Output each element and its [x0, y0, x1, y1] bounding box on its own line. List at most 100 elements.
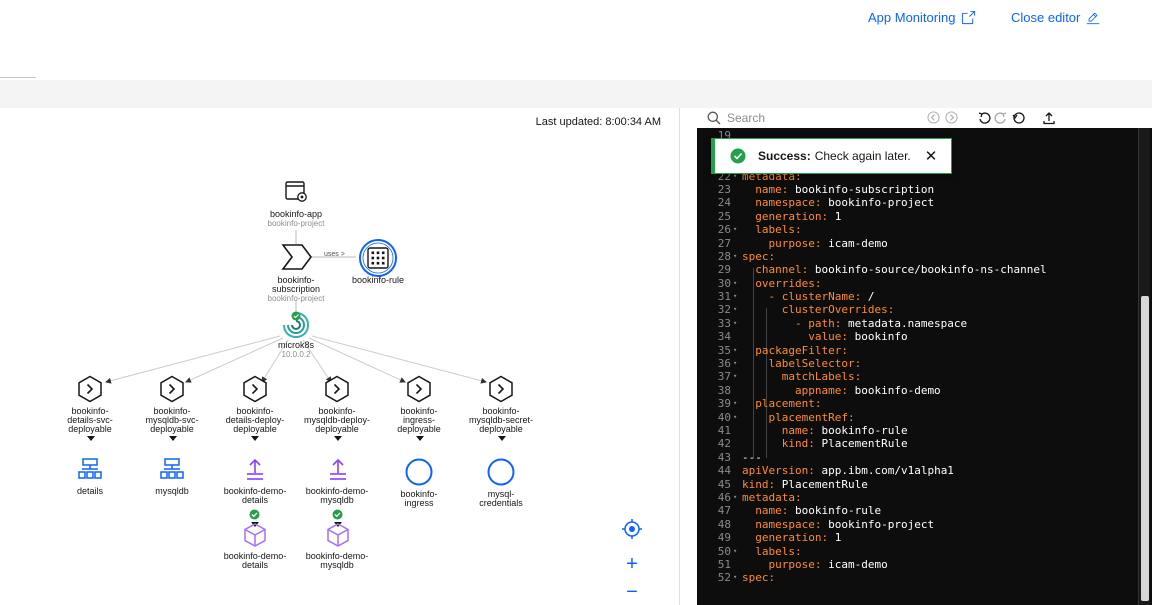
deployment-icon[interactable]	[327, 457, 349, 481]
fold-toggle-icon[interactable]	[733, 437, 742, 450]
zoom-out-button[interactable]: −	[619, 579, 645, 605]
fold-toggle-icon[interactable]: ▾	[733, 546, 738, 555]
code-line[interactable]: 49 generation: 1	[697, 531, 1138, 544]
next-match-icon[interactable]	[945, 111, 958, 124]
fold-toggle-icon[interactable]	[733, 451, 742, 464]
code-line[interactable]: 37▾ matchLabels:	[697, 370, 1138, 383]
fold-toggle-icon[interactable]	[733, 384, 742, 397]
fold-toggle-icon[interactable]: ▾	[733, 305, 738, 314]
upload-icon[interactable]	[1042, 111, 1056, 125]
app-monitoring-link[interactable]: App Monitoring	[868, 10, 976, 25]
fold-toggle-icon[interactable]: ▾	[733, 318, 738, 327]
fold-toggle-icon[interactable]: ▾	[733, 345, 738, 354]
pod-icon[interactable]	[242, 522, 268, 548]
deployable-icon[interactable]	[241, 375, 269, 403]
fold-toggle-icon[interactable]	[733, 183, 742, 196]
close-icon[interactable]: ✕	[924, 147, 938, 165]
code-line[interactable]: 42 kind: PlacementRule	[697, 437, 1138, 450]
recenter-button[interactable]	[619, 516, 645, 542]
deployable-label-3: deployable	[68, 424, 112, 434]
code-line[interactable]: 43---	[697, 451, 1138, 464]
code-line[interactable]: 36▾ labelSelector:	[697, 357, 1138, 370]
fold-toggle-icon[interactable]	[733, 531, 742, 544]
fold-toggle-icon[interactable]	[733, 424, 742, 437]
code-line[interactable]: 47 name: bookinfo-rule	[697, 504, 1138, 517]
deployable-icon[interactable]	[487, 375, 515, 403]
fold-toggle-icon[interactable]	[733, 330, 742, 343]
fold-toggle-icon[interactable]	[733, 196, 742, 209]
code-line[interactable]: 41 name: bookinfo-rule	[697, 424, 1138, 437]
fold-toggle-icon[interactable]: ▾	[733, 225, 738, 234]
code-line[interactable]: 32▾ clusterOverrides:	[697, 303, 1138, 316]
code-line[interactable]: 29 channel: bookinfo-source/bookinfo-ns-…	[697, 263, 1138, 276]
fold-toggle-icon[interactable]	[733, 263, 742, 276]
fold-toggle-icon[interactable]: ▾	[733, 399, 738, 408]
placement-rule-icon[interactable]	[358, 238, 398, 278]
cluster-icon[interactable]	[280, 309, 312, 341]
code-line[interactable]: 33▾ - path: metadata.namespace	[697, 317, 1138, 330]
fold-toggle-icon[interactable]: ▾	[733, 372, 738, 381]
service-icon[interactable]	[160, 457, 184, 481]
secret-icon[interactable]	[487, 458, 515, 486]
undo-icon[interactable]	[977, 111, 991, 125]
application-icon[interactable]	[284, 180, 310, 204]
code-line[interactable]: 38 appname: bookinfo-demo	[697, 384, 1138, 397]
code-line[interactable]: 24 namespace: bookinfo-project	[697, 196, 1138, 209]
code-line[interactable]: 30▾ overrides:	[697, 277, 1138, 290]
close-editor-link[interactable]: Close editor	[1011, 10, 1100, 25]
code-line[interactable]: 27 purpose: icam-demo	[697, 237, 1138, 250]
code-line[interactable]: 34 value: bookinfo	[697, 330, 1138, 343]
code-line[interactable]: 50▾ labels:	[697, 545, 1138, 558]
fold-toggle-icon[interactable]: ▾	[733, 171, 738, 180]
code-line[interactable]: 51 purpose: icam-demo	[697, 558, 1138, 571]
code-line[interactable]: 25 generation: 1	[697, 210, 1138, 223]
ingress-icon[interactable]	[405, 458, 433, 486]
code-line[interactable]: 35▾ packageFilter:	[697, 344, 1138, 357]
reset-icon[interactable]	[1012, 111, 1026, 125]
subscription-icon[interactable]	[281, 243, 313, 271]
code-line[interactable]: 23 name: bookinfo-subscription	[697, 183, 1138, 196]
fold-toggle-icon[interactable]	[733, 558, 742, 571]
deployable-icon[interactable]	[76, 375, 104, 403]
editor-scrollbar[interactable]	[1138, 128, 1150, 605]
code-line[interactable]: 18	[697, 128, 1138, 129]
pod-icon[interactable]	[325, 522, 351, 548]
fold-toggle-icon[interactable]: ▾	[733, 251, 738, 260]
fold-toggle-icon[interactable]	[733, 504, 742, 517]
fold-toggle-icon[interactable]: ▾	[733, 278, 738, 287]
code-area[interactable]: 18192021kind: Subscription22▾metadata:23…	[697, 128, 1152, 605]
deployable-icon[interactable]	[405, 375, 433, 403]
service-icon[interactable]	[78, 457, 102, 481]
fold-toggle-icon[interactable]: ▾	[733, 492, 738, 501]
deployable-icon[interactable]	[158, 375, 186, 403]
code-line[interactable]: 26▾ labels:	[697, 223, 1138, 236]
fold-toggle-icon[interactable]: ▾	[733, 292, 738, 301]
previous-match-icon[interactable]	[927, 111, 940, 124]
search-input[interactable]	[727, 109, 917, 127]
fold-toggle-icon[interactable]: ▾	[733, 359, 738, 368]
fold-toggle-icon[interactable]: ▾	[733, 573, 738, 582]
fold-toggle-icon[interactable]	[733, 478, 742, 491]
code-line[interactable]: 48 namespace: bookinfo-project	[697, 518, 1138, 531]
fold-toggle-icon[interactable]	[733, 237, 742, 250]
code-line[interactable]: 39▾ placement:	[697, 397, 1138, 410]
scrollbar-thumb[interactable]	[1141, 296, 1149, 601]
fold-toggle-icon[interactable]	[733, 464, 742, 477]
zoom-in-button[interactable]: +	[619, 551, 645, 577]
code-line[interactable]: 28▾spec:	[697, 250, 1138, 263]
deployment-icon[interactable]	[244, 457, 266, 481]
subscription-node-label-2: subscription	[271, 284, 321, 294]
code-line[interactable]: 52▾spec:	[697, 571, 1138, 584]
fold-toggle-icon[interactable]	[733, 210, 742, 223]
code-line[interactable]: 46▾metadata:	[697, 491, 1138, 504]
fold-toggle-icon[interactable]: ▾	[733, 412, 738, 421]
code-line[interactable]: 40▾ placementRef:	[697, 411, 1138, 424]
line-text: kind: PlacementRule	[742, 437, 908, 450]
deployable-icon[interactable]	[323, 375, 351, 403]
fold-toggle-icon[interactable]	[733, 518, 742, 531]
redo-icon[interactable]	[994, 111, 1008, 125]
pod-label-1: bookinfo-demo-	[223, 551, 287, 561]
code-line[interactable]: 31▾ - clusterName: /	[697, 290, 1138, 303]
